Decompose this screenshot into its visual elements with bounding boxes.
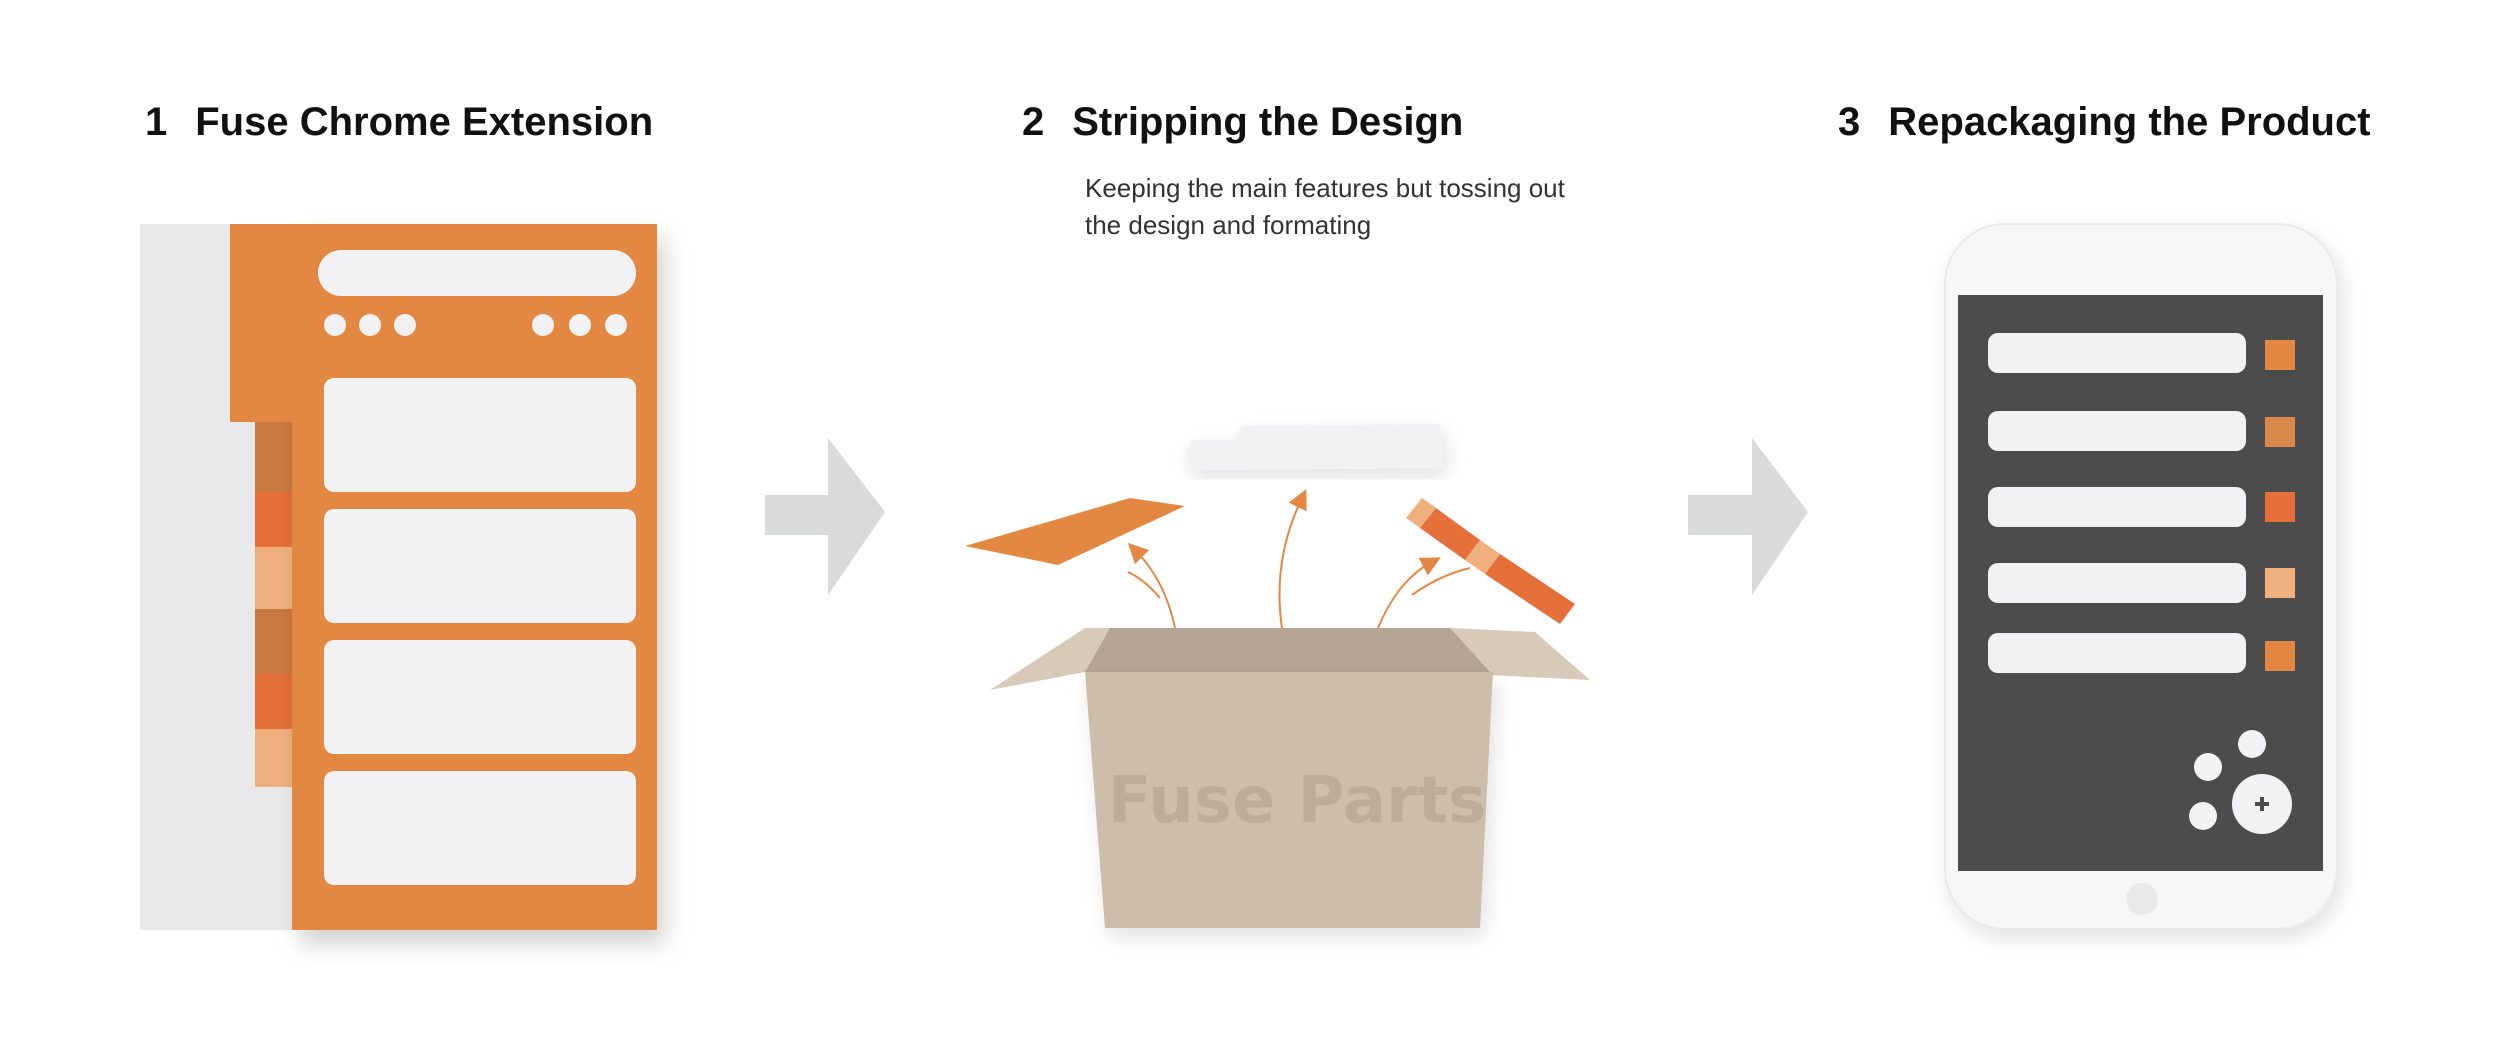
motion-line <box>1411 567 1471 596</box>
phone-list-swatch <box>2265 417 2295 447</box>
motion-arrow-icon <box>1377 557 1441 629</box>
right-arrow-icon <box>765 438 885 595</box>
fab-option-dot <box>2194 753 2222 781</box>
motion-line <box>1127 571 1161 599</box>
phone-list-swatch <box>2265 568 2295 598</box>
phone-list-item <box>1988 333 2246 373</box>
motion-arrow-icon <box>1127 542 1176 629</box>
flying-white-bar <box>1186 424 1443 470</box>
step-2-heading: 2 Stripping the Design <box>1022 100 1463 145</box>
step-1-heading: 1 Fuse Chrome Extension <box>145 100 653 145</box>
box-flap-left <box>990 628 1120 690</box>
color-swatch-strip <box>255 422 295 787</box>
phone-list-item <box>1988 411 2246 451</box>
phone-list-item <box>1988 563 2246 603</box>
phone-list-item <box>1988 487 2246 527</box>
plus-icon <box>2255 797 2269 811</box>
step-number: 1 <box>145 100 168 144</box>
flying-orange-panel <box>965 498 1185 565</box>
step-title: Fuse Chrome Extension <box>195 100 654 144</box>
motion-arrow-icon <box>1278 488 1307 629</box>
extension-search-bar <box>318 250 636 296</box>
step-number: 3 <box>1838 100 1861 144</box>
extension-card <box>324 771 636 885</box>
fab-option-dot <box>2238 730 2266 758</box>
extension-card <box>324 640 636 754</box>
extension-card <box>324 378 636 492</box>
step-title: Stripping the Design <box>1072 100 1464 144</box>
box-label: Fuse Parts <box>1108 764 1487 838</box>
fab-option-dot <box>2189 802 2217 830</box>
phone-list-swatch <box>2265 340 2295 370</box>
flying-swatch-strip <box>1406 498 1575 624</box>
phone-home-button <box>2126 883 2158 915</box>
phone-list-swatch <box>2265 492 2295 522</box>
box-front <box>1085 672 1493 928</box>
right-arrow-icon <box>1688 438 1808 595</box>
chrome-extension-illustration <box>140 224 657 930</box>
parts-box-illustration: Fuse Parts <box>965 424 1590 928</box>
phone-list-swatch <box>2265 641 2295 671</box>
step-title: Repackaging the Product <box>1888 100 2371 144</box>
box-back <box>1085 628 1490 672</box>
phone-illustration <box>1944 223 2338 930</box>
phone-list-item <box>1988 633 2246 673</box>
step-number: 2 <box>1022 100 1045 144</box>
extension-toolbar-dots <box>324 314 627 336</box>
extension-card <box>324 509 636 623</box>
step-3-heading: 3 Repackaging the Product <box>1838 100 2371 145</box>
step-2-caption: Keeping the main features but tossing ou… <box>1085 173 1565 240</box>
